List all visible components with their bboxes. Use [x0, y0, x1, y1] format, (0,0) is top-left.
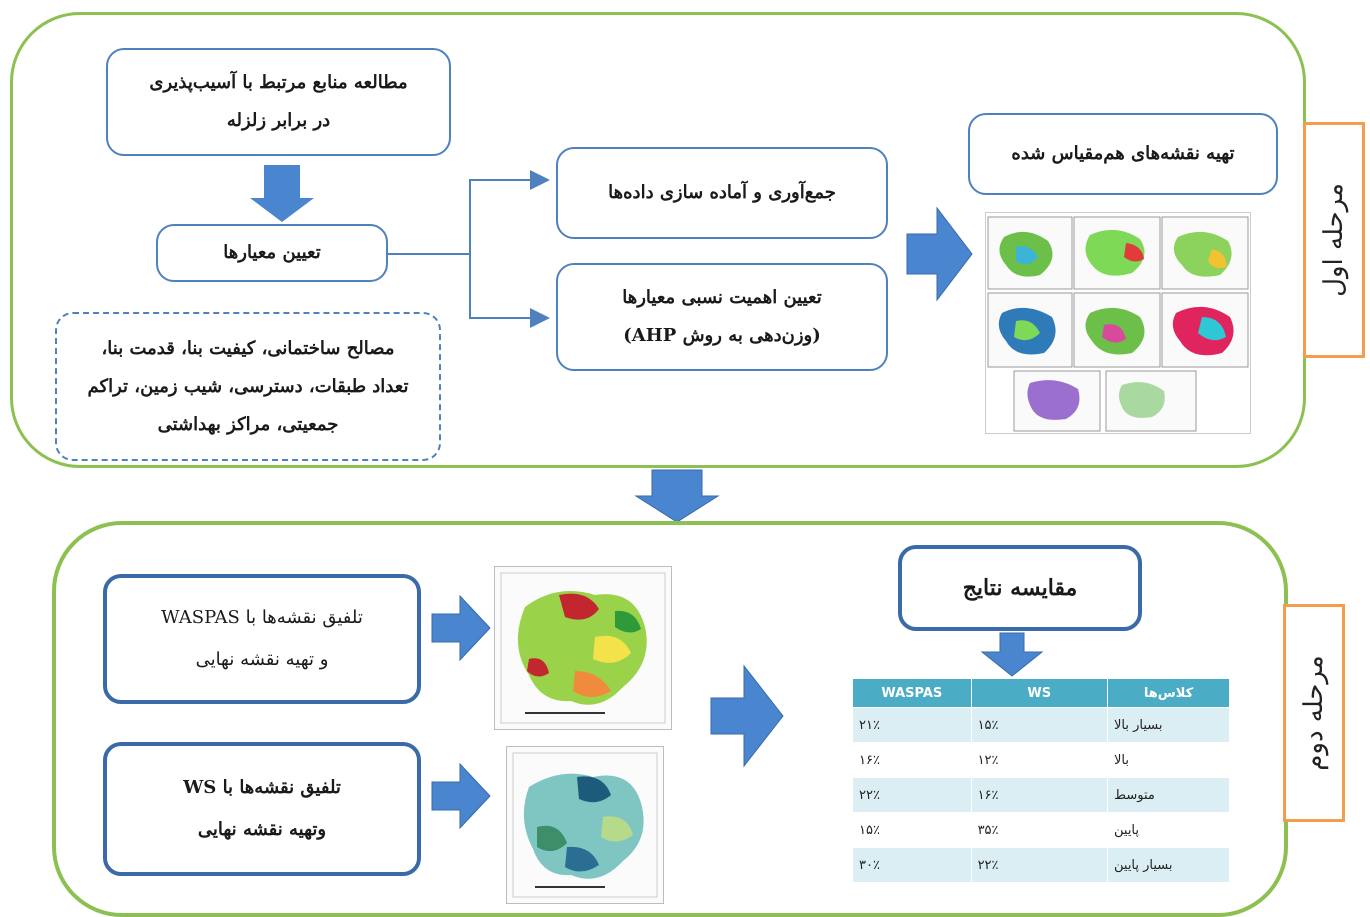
fork-line-lower: [388, 253, 550, 328]
criteria-box: تعیین معیارها: [156, 224, 388, 282]
down-arrow-literature: [250, 165, 314, 222]
right-arrow-waspas-map: [431, 594, 491, 662]
right-arrow-maps: [906, 206, 973, 302]
right-arrow-compare: [710, 664, 784, 768]
table-row: ۲۱٪ ۱۵٪ بسیار بالا: [852, 707, 1230, 743]
down-arrow-compare: [980, 632, 1044, 677]
waspas-box: تلفیق نقشه‌ها با WASPAS و تهیه نقشه نهای…: [103, 574, 421, 704]
cell-ws: ۳۵٪: [970, 812, 1109, 848]
maps-box: تهیه نقشه‌های هم‌مقیاس شده: [968, 113, 1278, 195]
ws-line-1: تلفیق نقشه‌ها با WS: [183, 777, 341, 798]
cell-waspas: ۲۱٪: [852, 707, 972, 743]
cell-class: متوسط: [1107, 777, 1230, 813]
right-arrow-ws-map: [431, 762, 491, 830]
maps-label: تهیه نقشه‌های هم‌مقیاس شده: [1011, 143, 1235, 164]
waspas-final-map: [494, 566, 672, 730]
ws-final-map: [506, 746, 664, 904]
cell-waspas: ۳۰٪: [852, 847, 972, 883]
stage2-label-box: مرحله دوم: [1283, 604, 1345, 822]
cell-ws: ۱۲٪: [970, 742, 1109, 778]
criteria-list-box: مصالح ساختمانی، کیفیت بنا، قدمت بنا، تعد…: [55, 312, 441, 461]
literature-line-1: مطالعه منابع مرتبط با آسیب‌پذیری: [149, 72, 408, 93]
ahp-line-2: (وزن‌دهی به روش AHP): [623, 325, 821, 346]
stage1-label-box: مرحله اول: [1303, 122, 1365, 358]
literature-box: مطالعه منابع مرتبط با آسیب‌پذیری در براب…: [106, 48, 451, 156]
criteria-list-line-3: جمعیتی، مراکز بهداشتی: [157, 413, 339, 435]
compare-box: مقایسه نتایج: [898, 545, 1142, 631]
data-prep-label: جمع‌آوری و آماده سازی داده‌ها: [608, 182, 836, 203]
ws-box: تلفیق نقشه‌ها با WS وتهیه نقشه نهایی: [103, 742, 421, 876]
criteria-label: تعیین معیارها: [223, 242, 321, 263]
literature-line-2: در برابر زلزله: [226, 110, 331, 131]
table-row: ۲۲٪ ۱۶٪ متوسط: [852, 777, 1230, 813]
table-row: ۳۰٪ ۲۲٪ بسیار پایین: [852, 847, 1230, 883]
criteria-list-line-1: مصالح ساختمانی، کیفیت بنا، قدمت بنا،: [101, 337, 395, 359]
ahp-box: تعیین اهمیت نسبی معیارها (وزن‌دهی به روش…: [556, 263, 888, 371]
scaled-maps-mosaic: [987, 216, 1249, 432]
header-ws: WS: [970, 678, 1109, 708]
ws-line-2: وتهیه نقشه نهایی: [197, 819, 327, 840]
waspas-map-drawing: [500, 572, 666, 724]
waspas-line-1: تلفیق نقشه‌ها با WASPAS: [161, 607, 363, 628]
ahp-line-1: تعیین اهمیت نسبی معیارها: [622, 287, 822, 308]
cell-waspas: ۱۶٪: [852, 742, 972, 778]
cell-class: بسیار پایین: [1107, 847, 1230, 883]
ws-map-drawing: [512, 752, 658, 898]
cell-ws: ۱۶٪: [970, 777, 1109, 813]
down-arrow-stages: [634, 469, 720, 523]
header-classes: کلاس‌ها: [1107, 678, 1230, 708]
cell-waspas: ۲۲٪: [852, 777, 972, 813]
compare-label: مقایسه نتایج: [962, 575, 1078, 601]
table-row: ۱۶٪ ۱۲٪ بالا: [852, 742, 1230, 778]
cell-class: بالا: [1107, 742, 1230, 778]
cell-class: پایین: [1107, 812, 1230, 848]
cell-waspas: ۱۵٪: [852, 812, 972, 848]
data-prep-box: جمع‌آوری و آماده سازی داده‌ها: [556, 147, 888, 239]
cell-ws: ۱۵٪: [970, 707, 1109, 743]
scaled-maps-image: [985, 212, 1251, 434]
table-row: ۱۵٪ ۳۵٪ پایین: [852, 812, 1230, 848]
waspas-line-2: و تهیه نقشه نهایی: [195, 649, 329, 670]
table-header-row: WASPAS WS کلاس‌ها: [852, 678, 1230, 708]
cell-ws: ۲۲٪: [970, 847, 1109, 883]
header-waspas: WASPAS: [852, 678, 972, 708]
results-table: WASPAS WS کلاس‌ها ۲۱٪ ۱۵٪ بسیار بالا ۱۶٪…: [852, 678, 1230, 883]
criteria-list-line-2: تعداد طبقات، دسترسی، شیب زمین، تراکم: [87, 375, 409, 397]
cell-class: بسیار بالا: [1107, 707, 1230, 743]
